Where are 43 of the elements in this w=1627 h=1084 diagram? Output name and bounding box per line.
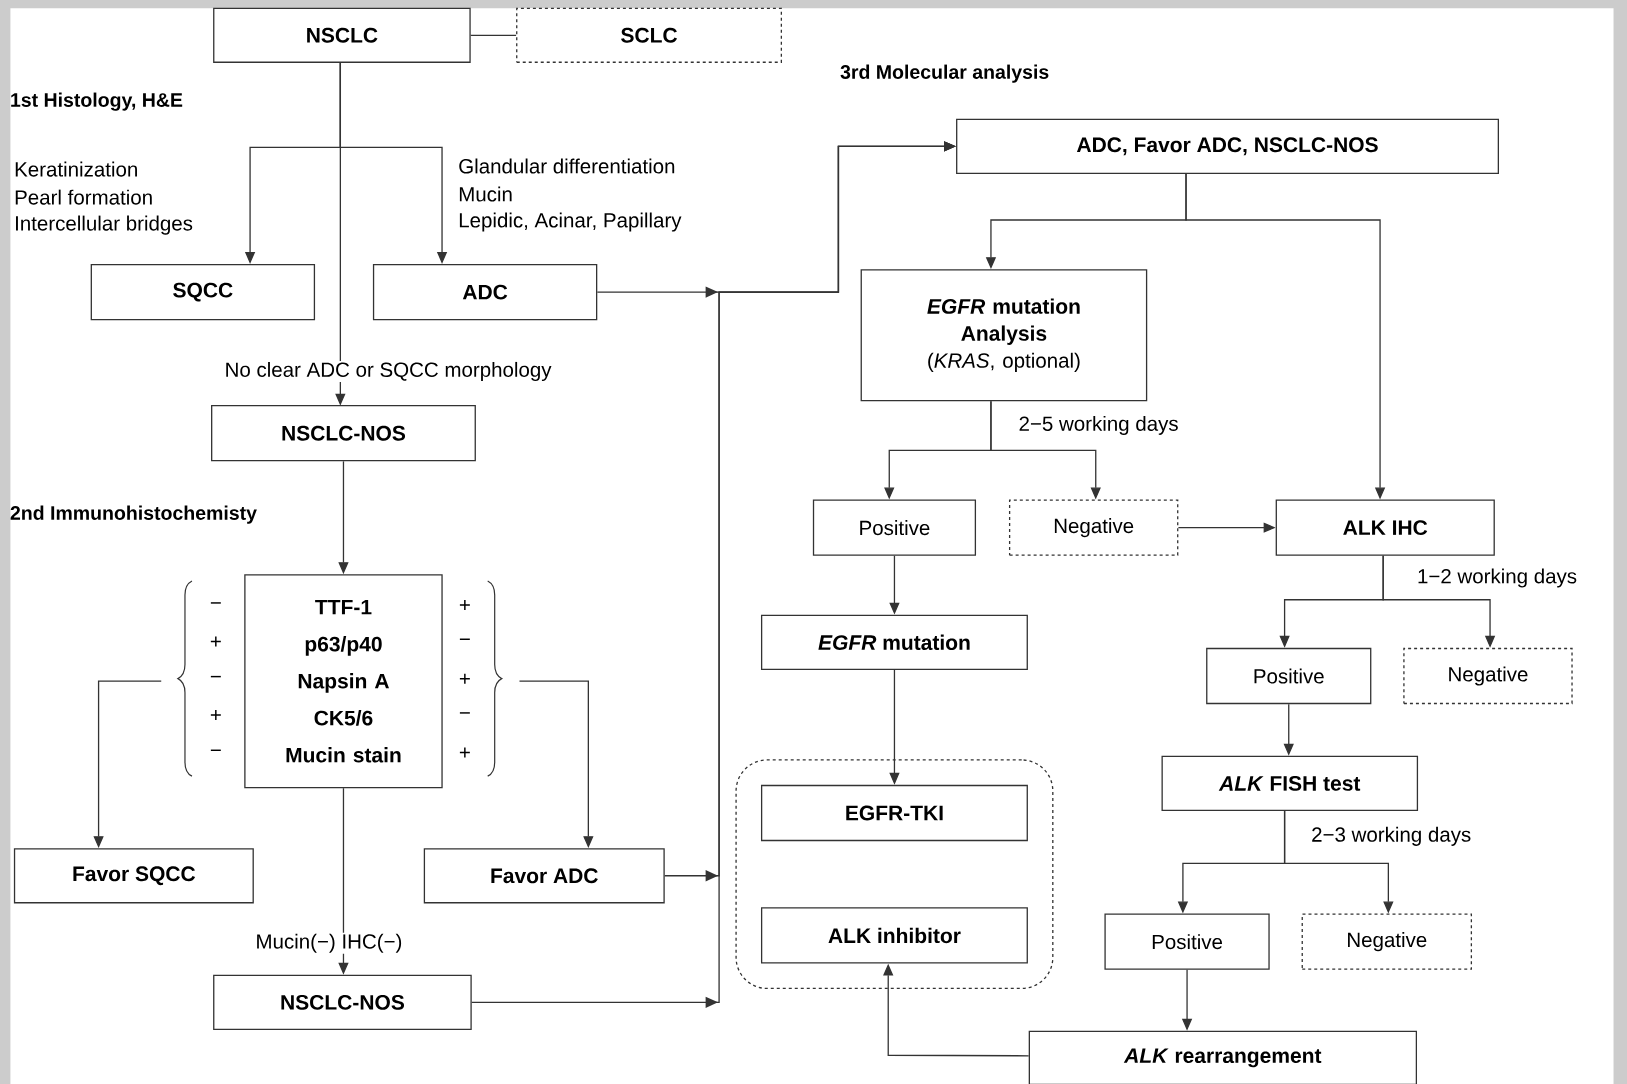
section-heading: 3rd Molecular analysis — [840, 64, 1049, 83]
sign-mark: − — [210, 602, 221, 604]
edge-label: No clear ADC or SQCC morphology — [223, 360, 553, 382]
process-box: NSCLC-NOS — [211, 404, 476, 462]
group-outline — [735, 759, 1054, 989]
process-box: Positive — [1206, 647, 1372, 704]
process-box: Negative — [1301, 913, 1472, 970]
process-box: Favor SQCC — [13, 848, 254, 904]
process-box: ADC, Favor ADC, NSCLC-NOS — [956, 118, 1499, 174]
feature-label: Pearl formation — [15, 189, 152, 205]
feature-label: Lepidic, Acinar, Papillary — [459, 212, 682, 232]
process-box: Negative — [1403, 647, 1573, 704]
process-box: Favor ADC — [423, 848, 665, 904]
duration-label: 2−5 working days — [1019, 415, 1178, 435]
process-box: Negative — [1008, 499, 1179, 556]
process-box: SCLC — [516, 7, 782, 63]
process-box: ALK IHC — [1275, 499, 1495, 556]
process-box: NSCLC — [213, 7, 471, 63]
process-box: NSCLC-NOS — [213, 974, 472, 1030]
process-box: ALK rearrangement — [1028, 1030, 1418, 1084]
section-heading: 2nd Immunohistochemisty — [10, 505, 257, 524]
process-box: ALK FISH test — [1161, 755, 1419, 811]
process-box: ALK inhibitor — [761, 907, 1028, 964]
process-box: EGFR mutation — [761, 614, 1028, 670]
feature-label: Keratinization — [15, 161, 137, 177]
feature-label: Intercellular bridges — [16, 215, 193, 235]
process-box: Positive — [812, 499, 977, 556]
duration-label: 1−2 working days — [1418, 568, 1577, 588]
duration-label: 2−3 working days — [1312, 826, 1471, 846]
feature-label: Glandular differentiation — [459, 158, 675, 174]
process-box: Positive — [1104, 913, 1270, 970]
process-box: EGFR-TKI — [761, 784, 1028, 841]
process-box: EGFR mutation Analysis (KRAS, optional) — [860, 269, 1148, 401]
process-box: TTF-1 p63/p40 Napsin A CK5/6 Mucin stain — [244, 574, 443, 789]
sign-mark: + — [210, 636, 221, 647]
section-heading: 1st Histology, H&E — [11, 92, 183, 111]
sign-mark: − — [210, 675, 221, 678]
sign-mark: − — [210, 749, 221, 751]
edge-label: Mucin(−) IHC(−) — [254, 932, 404, 954]
process-box: SQCC — [90, 263, 316, 321]
sign-mark: + — [210, 709, 221, 720]
feature-label: Mucin — [459, 186, 512, 202]
process-box: ADC — [372, 263, 598, 321]
